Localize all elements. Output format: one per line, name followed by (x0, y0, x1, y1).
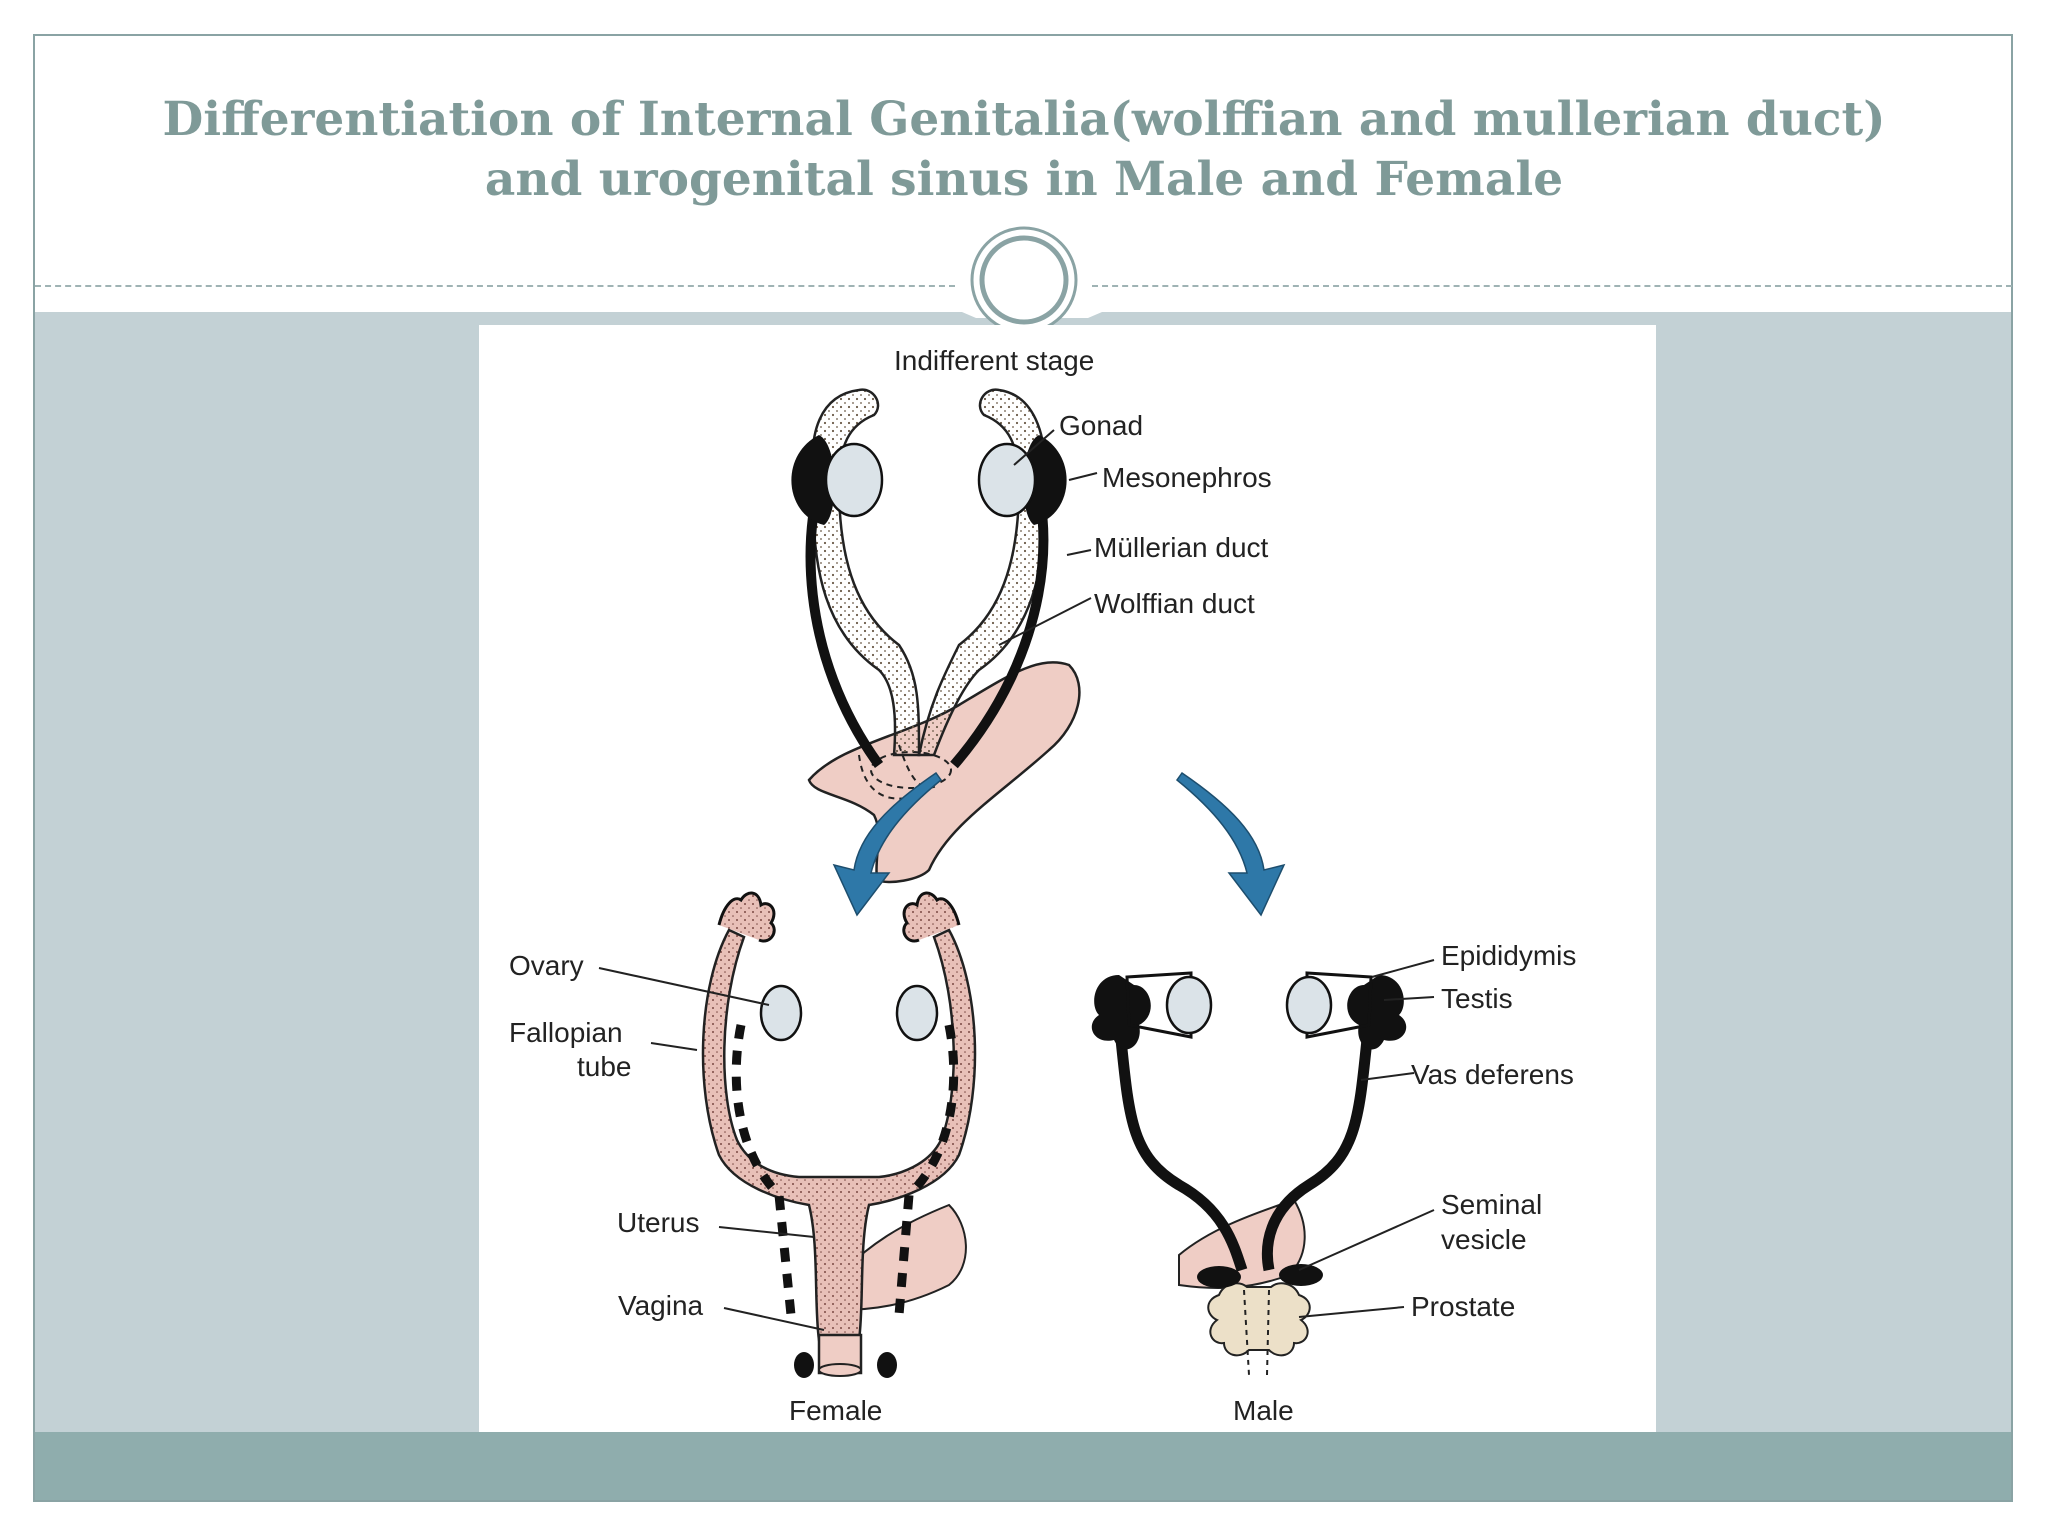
label-testis: Testis (1441, 983, 1513, 1014)
arrow-to-female (832, 771, 943, 917)
footer-band (35, 1432, 2011, 1500)
label-fallopian-line1: Fallopian (509, 1017, 623, 1048)
label-male: Male (1233, 1395, 1294, 1426)
male-testis-left (1165, 975, 1213, 1035)
label-mesonephros: Mesonephros (1102, 462, 1272, 493)
male-vas-deferens-right (1261, 1019, 1375, 1272)
male-prostate (1207, 1282, 1311, 1357)
female-ovary-right (895, 984, 939, 1042)
divider-right (1092, 285, 2012, 287)
label-wolffian-duct: Wolffian duct (1094, 588, 1255, 619)
label-vagina: Vagina (618, 1290, 704, 1321)
divider-left (35, 285, 955, 287)
male-testis-right (1285, 975, 1333, 1035)
title-line-1: Differentiation of Internal Genitalia(wo… (162, 92, 1886, 147)
genital-differentiation-diagram: Indifferent stage Gonad Mesonephros Müll… (509, 345, 1576, 1426)
label-gonad: Gonad (1059, 410, 1143, 441)
label-fallopian-line2: tube (577, 1051, 632, 1082)
female-ovary-left (759, 984, 803, 1042)
title-line-2: and urogenital sinus in Male and Female (484, 152, 1564, 207)
male-vas-deferens-left (1113, 1019, 1248, 1272)
label-mullerian-duct: Müllerian duct (1094, 532, 1269, 563)
indifferent-gonad-left (824, 442, 884, 518)
indifferent-gonad-right (977, 442, 1037, 518)
slide-title: Differentiation of Internal Genitalia(wo… (60, 90, 1988, 210)
indifferent-stage-title: Indifferent stage (894, 345, 1094, 376)
label-female: Female (789, 1395, 882, 1426)
label-seminal-line2: vesicle (1441, 1224, 1527, 1255)
arrow-to-male (1175, 771, 1286, 917)
label-vas-deferens: Vas deferens (1411, 1059, 1574, 1090)
label-seminal-line1: Seminal (1441, 1189, 1542, 1220)
diagram-panel: Indifferent stage Gonad Mesonephros Müll… (479, 325, 1656, 1432)
label-ovary: Ovary (509, 950, 584, 981)
label-epididymis: Epididymis (1441, 940, 1576, 971)
divider-ornament (962, 226, 1102, 334)
label-prostate: Prostate (1411, 1291, 1515, 1322)
label-uterus: Uterus (617, 1207, 699, 1238)
indifferent-mesonephros-left (811, 388, 921, 757)
